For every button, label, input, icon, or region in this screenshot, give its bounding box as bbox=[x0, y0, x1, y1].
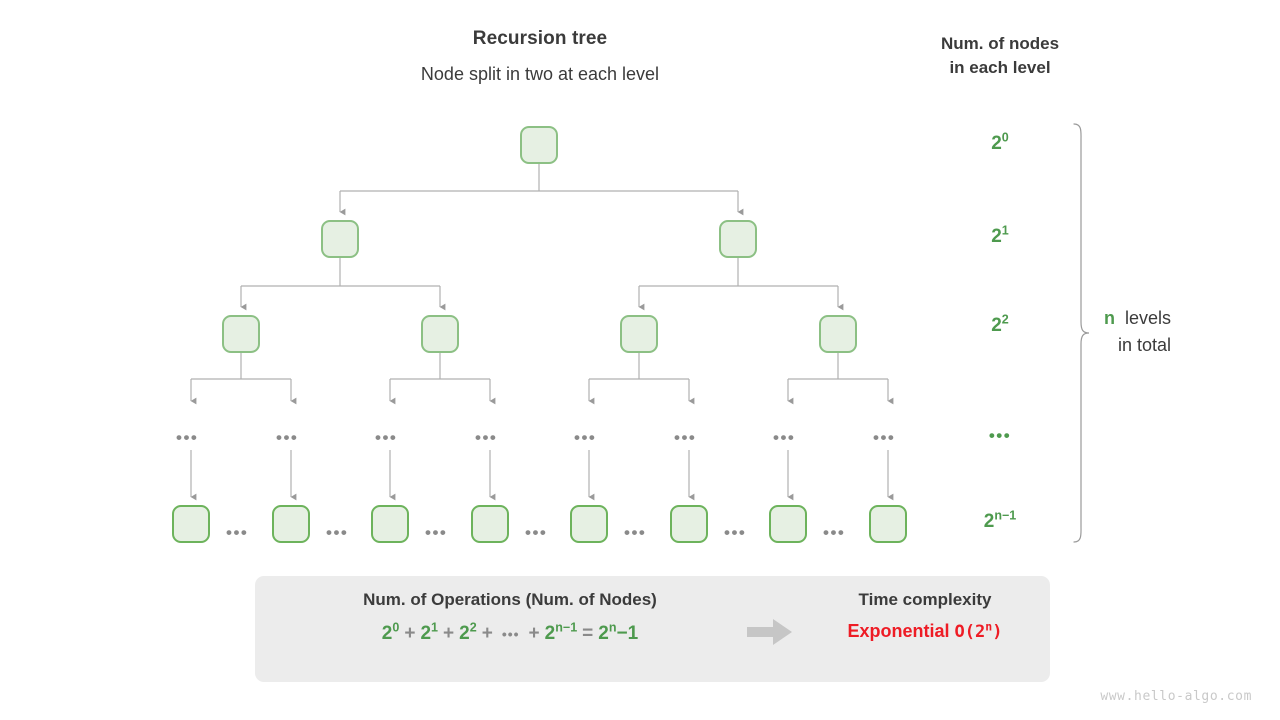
tree-node bbox=[520, 126, 558, 164]
complexity-title: Time complexity bbox=[858, 590, 992, 609]
level-count-label: 2n−1 bbox=[940, 508, 1060, 533]
tree-node bbox=[819, 315, 857, 353]
tree-node bbox=[172, 505, 210, 543]
leaf-ellipsis: ••• bbox=[226, 523, 249, 542]
tree-node bbox=[272, 505, 310, 543]
leaf-ellipsis: ••• bbox=[326, 523, 349, 542]
leaf-ellipsis: ••• bbox=[624, 523, 647, 542]
tree-node bbox=[769, 505, 807, 543]
tree-node bbox=[321, 220, 359, 258]
node-ellipsis: ••• bbox=[375, 428, 398, 447]
tree-node bbox=[620, 315, 658, 353]
level-count-exp: n−1 bbox=[994, 508, 1017, 523]
node-ellipsis: ••• bbox=[176, 428, 199, 447]
node-ellipsis: ••• bbox=[475, 428, 498, 447]
operations-title: Num. of Operations (Num. of Nodes) bbox=[363, 590, 657, 609]
column-title: Num. of nodes in each level bbox=[900, 32, 1100, 80]
formula-plus: + bbox=[528, 623, 540, 644]
level-count-label: 22 bbox=[940, 312, 1060, 337]
tree-node bbox=[719, 220, 757, 258]
level-count-base: 2 bbox=[991, 226, 1002, 247]
tree-node bbox=[371, 505, 409, 543]
complexity-word: Exponential bbox=[847, 621, 950, 641]
tree-node bbox=[222, 315, 260, 353]
total-levels-line1: levels bbox=[1125, 308, 1172, 328]
arrow-right-icon bbox=[747, 619, 792, 645]
node-ellipsis: ••• bbox=[674, 428, 697, 447]
formula-term: 21 bbox=[420, 620, 439, 644]
level-count-base: 2 bbox=[991, 133, 1002, 154]
page-title: Recursion tree bbox=[472, 28, 608, 49]
node-ellipsis: ••• bbox=[773, 428, 796, 447]
formula-plus: + bbox=[443, 623, 455, 644]
total-levels-label: n levels in total bbox=[1104, 305, 1264, 359]
tree-node bbox=[670, 505, 708, 543]
formula-plus: + bbox=[404, 623, 416, 644]
summary-panel: Num. of Operations (Num. of Nodes) 20+21… bbox=[255, 576, 1050, 682]
total-levels-variable: n bbox=[1104, 308, 1115, 328]
level-count-label: 20 bbox=[940, 130, 1060, 155]
complexity-notation: O(2n) bbox=[954, 619, 1003, 642]
level-count-exp: 1 bbox=[1001, 223, 1009, 238]
tree-node bbox=[869, 505, 907, 543]
operations-block: Num. of Operations (Num. of Nodes) 20+21… bbox=[275, 590, 745, 645]
node-ellipsis: ••• bbox=[276, 428, 299, 447]
level-count-exp: 2 bbox=[1001, 312, 1009, 327]
tree-node bbox=[421, 315, 459, 353]
level-count-ellipsis: ••• bbox=[988, 426, 1012, 445]
column-title-line2: in each level bbox=[949, 58, 1051, 77]
formula-term: 20 bbox=[381, 620, 400, 644]
formula-result: 2n−1 bbox=[598, 620, 639, 644]
tree-node bbox=[471, 505, 509, 543]
level-count-base: 2 bbox=[991, 315, 1002, 336]
column-title-line1: Num. of nodes bbox=[940, 34, 1060, 53]
formula-ellipsis: ••• bbox=[501, 626, 520, 642]
watermark: www.hello-algo.com bbox=[1100, 689, 1252, 704]
total-levels-line2: in total bbox=[1118, 335, 1172, 355]
tree-node bbox=[570, 505, 608, 543]
operations-formula: 20+21+22+•••+2n−1=2n−1 bbox=[275, 620, 745, 645]
level-count-label: 21 bbox=[940, 223, 1060, 248]
formula-plus: + bbox=[481, 623, 493, 644]
leaf-ellipsis: ••• bbox=[425, 523, 448, 542]
leaf-ellipsis: ••• bbox=[525, 523, 548, 542]
leaf-ellipsis: ••• bbox=[823, 523, 846, 542]
formula-term: 22 bbox=[459, 620, 477, 644]
node-ellipsis: ••• bbox=[574, 428, 597, 447]
node-ellipsis: ••• bbox=[873, 428, 896, 447]
formula-last-term: 2n−1 bbox=[544, 620, 578, 644]
page-subtitle: Node split in two at each level bbox=[420, 64, 660, 84]
formula-equals: = bbox=[582, 623, 594, 644]
level-count-exp: 0 bbox=[1001, 130, 1009, 145]
level-count-base: 2 bbox=[983, 511, 995, 532]
leaf-ellipsis: ••• bbox=[724, 523, 747, 542]
